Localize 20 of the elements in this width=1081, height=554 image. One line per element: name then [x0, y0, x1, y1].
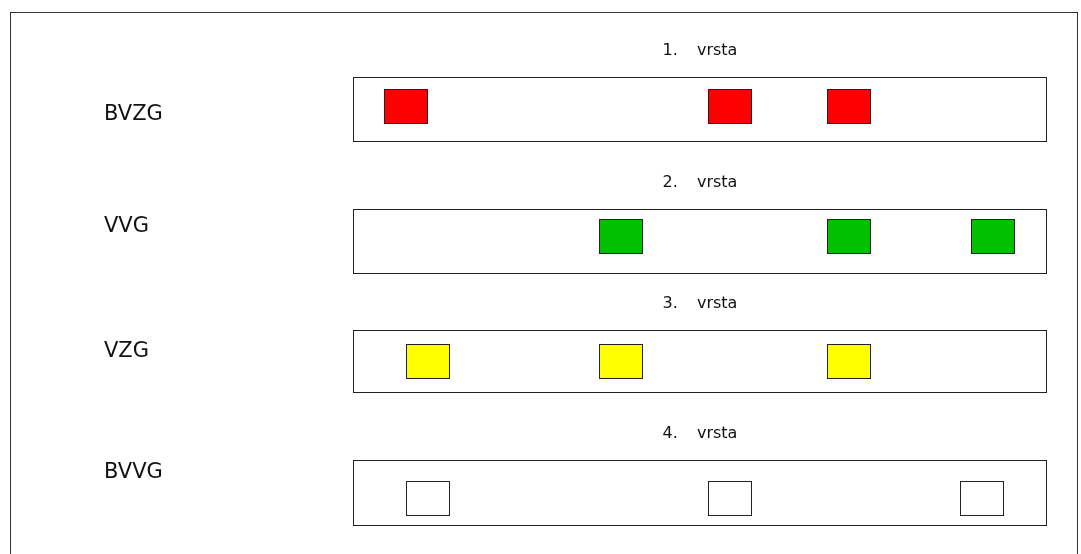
row-label: BVZG: [104, 101, 163, 125]
colored-square: [384, 89, 428, 124]
colored-square: [708, 481, 752, 516]
colored-square: [406, 481, 450, 516]
colored-square: [599, 219, 643, 254]
row-label: VZG: [104, 338, 150, 362]
row-heading: 4. vrsta: [662, 423, 738, 442]
row-label: VVG: [104, 213, 149, 237]
colored-square: [599, 344, 643, 379]
colored-square: [406, 344, 450, 379]
colored-square: [708, 89, 752, 124]
colored-square: [827, 89, 871, 124]
row-heading: 2. vrsta: [662, 172, 738, 191]
colored-square: [827, 219, 871, 254]
colored-square: [971, 219, 1015, 254]
colored-square: [960, 481, 1004, 516]
row-label: BVVG: [104, 459, 163, 483]
row-heading: 1. vrsta: [662, 40, 738, 59]
colored-square: [827, 344, 871, 379]
row-heading: 3. vrsta: [662, 293, 738, 312]
